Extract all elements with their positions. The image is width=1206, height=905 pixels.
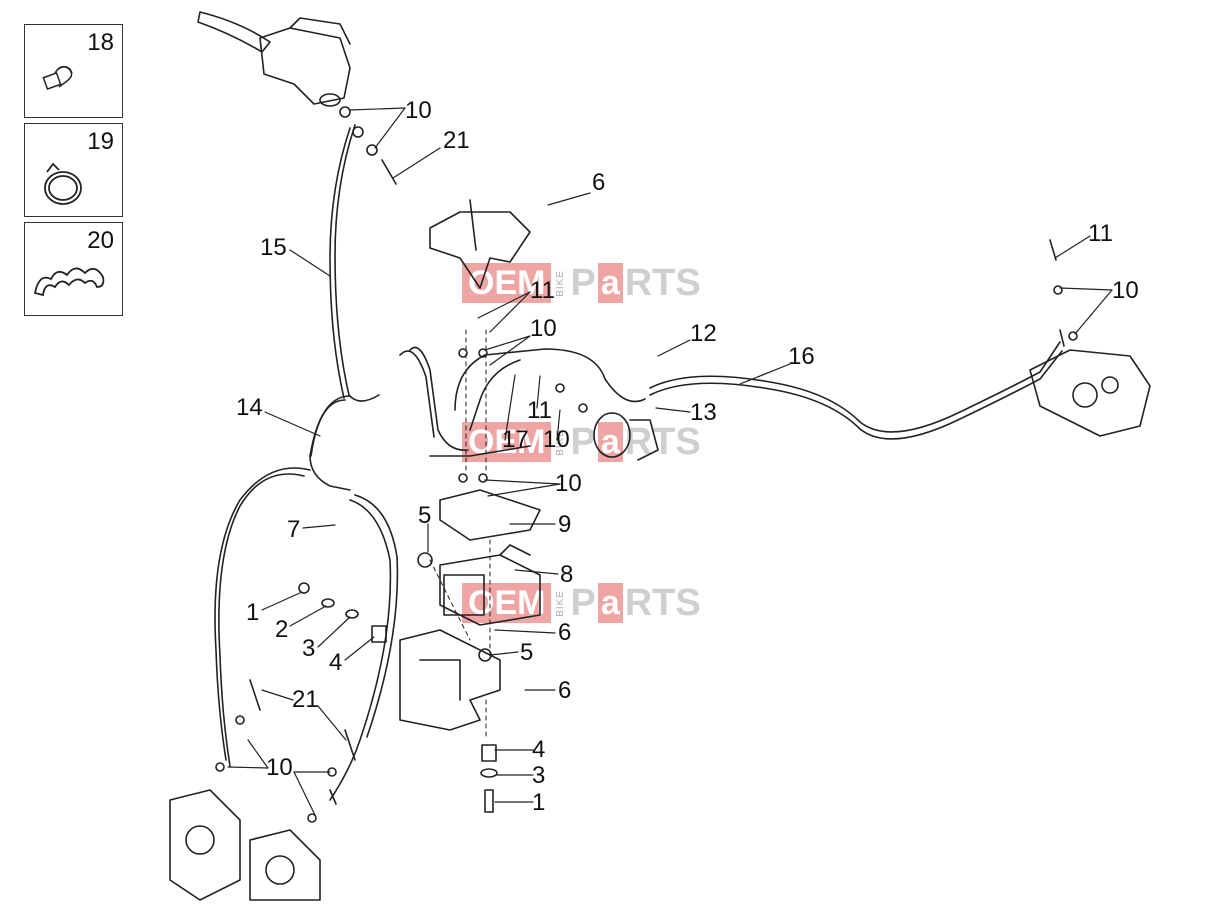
hose-right-branch <box>329 494 399 801</box>
master-cylinder <box>197 11 351 107</box>
callout-labels: 10 21 6 15 11 10 12 16 11 10 14 11 17 10… <box>236 97 1139 816</box>
inset-box-18: 18 <box>24 24 123 118</box>
callout-11: 11 <box>530 277 555 304</box>
callout-14: 14 <box>236 394 263 421</box>
callout-1: 1 <box>532 789 545 816</box>
callout-6: 6 <box>592 169 605 196</box>
callout-8: 8 <box>560 561 573 588</box>
fittings <box>249 159 397 805</box>
mounting-bolts <box>298 552 498 813</box>
hose-15 <box>329 124 380 402</box>
callout-11: 11 <box>527 397 552 424</box>
inset-number: 20 <box>87 227 114 254</box>
callout-1: 1 <box>246 599 259 626</box>
callout-13: 13 <box>690 399 717 426</box>
inset-box-19: 19 <box>24 123 123 217</box>
hard-lines-center <box>399 346 646 457</box>
callout-21: 21 <box>292 686 319 713</box>
callout-4: 4 <box>532 736 545 763</box>
callout-15: 15 <box>260 234 287 261</box>
callout-10: 10 <box>1112 277 1139 304</box>
callout-10: 10 <box>405 97 432 124</box>
rear-master-cylinder <box>593 412 659 461</box>
callout-5: 5 <box>520 639 533 666</box>
callout-21: 21 <box>443 127 470 154</box>
wave-clip-icon <box>33 267 105 297</box>
assembly-lines <box>429 329 491 741</box>
hose-14 <box>214 395 351 767</box>
watermark-bottom: OEM BIKE P a RTS <box>462 582 701 624</box>
front-caliper-left <box>169 789 241 901</box>
rear-caliper <box>1029 239 1151 437</box>
inset-number: 18 <box>87 29 114 56</box>
callout-7: 7 <box>287 516 300 543</box>
spring-band-clamp-icon <box>44 162 82 205</box>
hose-clip-icon <box>42 66 73 90</box>
callout-3: 3 <box>302 635 315 662</box>
hose-16 <box>649 341 1063 440</box>
callout-2: 2 <box>275 616 288 643</box>
callout-11: 11 <box>1088 220 1113 247</box>
inset-number: 19 <box>87 128 114 155</box>
callout-6: 6 <box>558 619 571 646</box>
lower-bracket <box>399 629 501 731</box>
abs-unit <box>439 489 541 626</box>
washers <box>215 106 1078 823</box>
callout-10: 10 <box>266 754 293 781</box>
callout-10: 10 <box>530 315 557 342</box>
callout-10: 10 <box>543 426 570 453</box>
callout-6: 6 <box>558 677 571 704</box>
callout-5: 5 <box>418 502 431 529</box>
inset-box-20: 20 <box>24 222 123 316</box>
callout-16: 16 <box>788 343 815 370</box>
callout-4: 4 <box>329 649 342 676</box>
callout-9: 9 <box>558 511 571 538</box>
front-caliper-right <box>249 829 321 901</box>
upper-bracket <box>429 199 531 289</box>
callout-12: 12 <box>690 320 717 347</box>
leader-lines <box>227 107 1113 816</box>
callout-17: 17 <box>502 426 529 453</box>
callout-3: 3 <box>532 762 545 789</box>
callout-10: 10 <box>555 470 582 497</box>
